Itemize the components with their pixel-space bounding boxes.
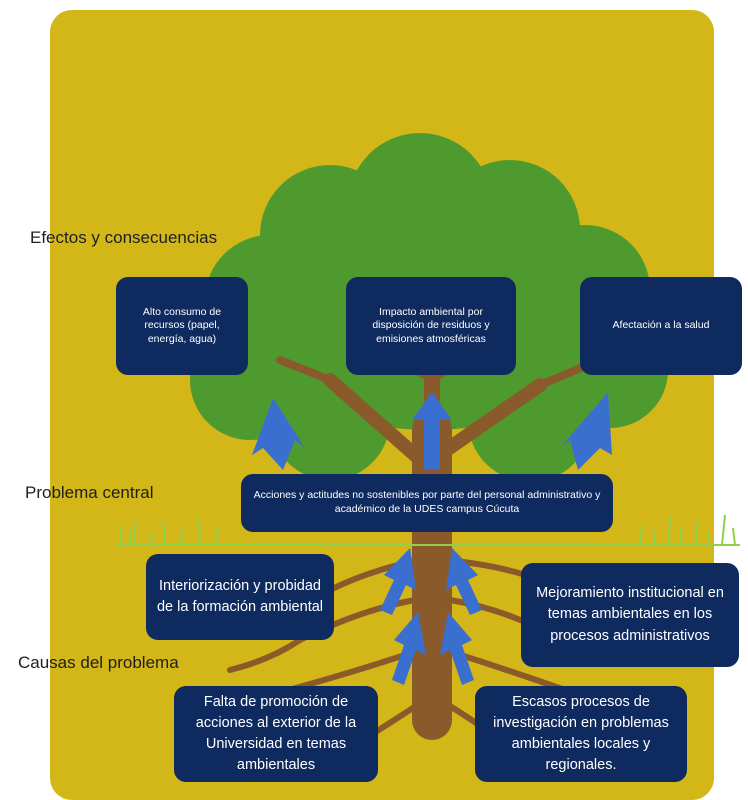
effect-arrow-left (252, 398, 305, 470)
cause-box-institutional-improvement: Mejoramiento institucional en temas ambi… (521, 563, 739, 667)
central-problem-section-label: Problema central (25, 483, 154, 502)
cause-box-interiorization: Interiorización y probidad de la formaci… (146, 554, 334, 640)
effect-arrow-right (560, 392, 612, 470)
causes-section-label: Causas del problema (18, 653, 179, 672)
effect-box-environmental-impact: Impacto ambiental por disposición de res… (346, 277, 516, 375)
arrows (252, 392, 612, 685)
cause-box-promotion: Falta de promoción de acciones al exteri… (174, 686, 378, 782)
cause-arrow-1 (380, 548, 416, 615)
effects-section-label: Efectos y consecuencias (30, 228, 218, 247)
effect-arrow-center (412, 392, 452, 470)
cause-arrow-4 (440, 612, 474, 685)
cause-box-research: Escasos procesos de investigación en pro… (475, 686, 687, 782)
cause-arrow-3 (392, 612, 426, 685)
central-problem-box: Acciones y actitudes no sostenibles por … (241, 474, 613, 532)
effect-box-resource-consumption: Alto consumo de recursos (papel, energía… (116, 277, 248, 375)
effect-box-health: Afectación a la salud (580, 277, 742, 375)
grass-line (115, 514, 740, 546)
cause-arrow-2 (446, 548, 482, 615)
